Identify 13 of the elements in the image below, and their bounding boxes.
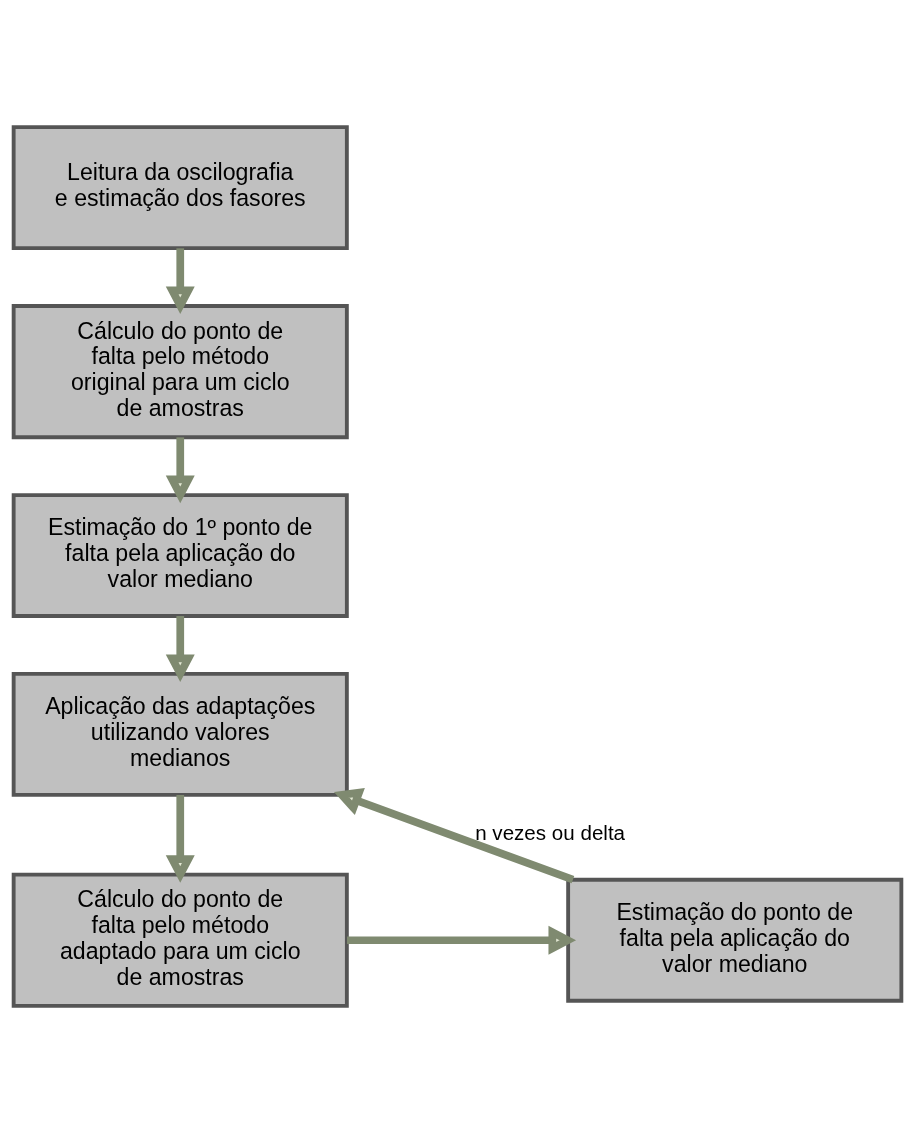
node-box: Cálculo do ponto de falta pelo método adaptado para um ciclo de amostras [11, 872, 349, 1008]
node-box: Aplicação das adaptações utilizando valores medianos [11, 671, 349, 797]
node-box: Estimação do 1º ponto de falta pela aplicação do valor mediano [11, 492, 349, 618]
node-box: Cálculo do ponto de falta pelo método original para um ciclo de amostras [11, 303, 349, 439]
edge-label: n vezes ou delta [475, 820, 626, 844]
arrow [165, 247, 195, 314]
arrow [165, 615, 195, 682]
arrow [347, 925, 577, 955]
arrow [333, 787, 575, 883]
node-box: Leitura da oscilografia e estimação dos fasores [11, 124, 349, 250]
arrow [165, 436, 195, 503]
node-box: Estimação do ponto de falta pela aplicação do valor mediano [566, 877, 904, 1003]
arrow [165, 794, 195, 883]
